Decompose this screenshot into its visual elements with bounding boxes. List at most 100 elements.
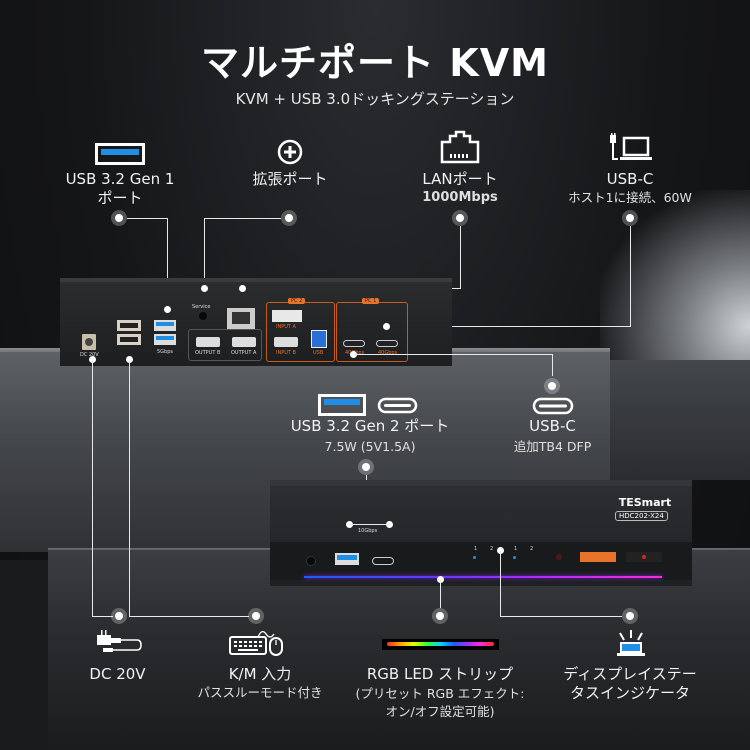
callout-line [350, 524, 388, 525]
background-block [0, 560, 48, 750]
feature-label: K/M 入力 [228, 665, 292, 683]
page-title: マルチポート KVM [201, 41, 549, 85]
usb-c-port-icon [532, 397, 574, 419]
feature-sublabel: オン/オフ設定可能) [385, 704, 495, 719]
feature-label: タスインジケータ [569, 684, 690, 702]
callout-line [460, 226, 461, 289]
hdmi-port [196, 337, 220, 347]
callout-line [440, 580, 441, 608]
feature-label: LANポート [422, 170, 498, 188]
laptop-charger-icon [608, 133, 654, 169]
keyboard-mouse-icon [228, 626, 286, 660]
callout-line [630, 226, 631, 327]
service-label: Service [192, 304, 211, 310]
callout-dot [497, 547, 504, 554]
displayport [272, 310, 302, 322]
callout-line [204, 218, 281, 219]
ethernet-port-icon [440, 130, 480, 168]
kvm-front-panel: TESmart HDC202-X24 10Gbps 1 2 1 2 [270, 480, 692, 586]
usb-a-port [117, 334, 141, 345]
feature-label: ポート [97, 189, 143, 207]
indicator-number: 1 [474, 546, 478, 552]
plus-circle-icon [277, 139, 303, 169]
callout-dot [544, 378, 560, 394]
callout-dot [437, 576, 444, 583]
usb-a-port [154, 334, 176, 345]
pc1-badge: PC 1 [362, 298, 380, 304]
model-badge: HDC202-X24 [615, 511, 668, 521]
feature-label: USB-C [606, 170, 654, 188]
callout-line [354, 354, 552, 355]
callout-dot [126, 356, 133, 363]
feature-sublabel: 追加TB4 DFP [513, 439, 592, 454]
thunderbolt-port [376, 340, 398, 347]
usb-speed-label: 5Gbps [157, 349, 174, 355]
callout-dot [248, 608, 264, 624]
usb-b-label: USB [313, 350, 324, 356]
thunderbolt-port [343, 340, 365, 347]
power-button[interactable] [626, 552, 662, 562]
callout-line [204, 218, 205, 288]
callout-line [127, 218, 167, 219]
indicator-number: 2 [490, 546, 494, 552]
status-light-icon [614, 628, 648, 662]
callout-line [92, 360, 93, 616]
callout-line [92, 616, 113, 617]
callout-dot [111, 210, 127, 226]
feature-label: RGB LED ストリップ [366, 665, 514, 683]
callout-line [129, 360, 130, 616]
tb-speed-label: 40Gbps [378, 350, 398, 356]
hotkey-button[interactable] [556, 554, 562, 560]
feature-sublabel: (プリセット RGB エフェクト: [355, 686, 525, 701]
kvm-back-panel: DC 20V 5Gbps Service OUTPUT B OUTPUT A P… [60, 278, 452, 366]
usb-b-port [311, 330, 327, 348]
callout-dot [201, 285, 208, 292]
feature-sublabel: パススルーモード付き [197, 685, 323, 700]
input-a-label: INPUT A [276, 324, 296, 330]
callout-dot [281, 210, 297, 226]
pc2-badge: PC 2 [288, 298, 306, 304]
callout-dot [358, 459, 374, 475]
callout-line [500, 616, 622, 617]
indicator-number: 2 [530, 546, 534, 552]
callout-line [129, 616, 249, 617]
hdmi-output-group [188, 329, 262, 361]
feature-label: USB 3.2 Gen 1 [65, 170, 175, 188]
usb-a-port [154, 320, 176, 331]
usb-a-and-usb-c-icon [318, 394, 418, 420]
power-adapter-icon [97, 630, 143, 660]
switch-button[interactable] [580, 552, 616, 562]
callout-dot [452, 210, 468, 226]
callout-dot [350, 351, 357, 358]
feature-label: USB 3.2 Gen 2 ポート [290, 417, 450, 435]
status-led [513, 556, 516, 559]
callout-line [552, 354, 553, 376]
rgb-strip-icon [382, 639, 499, 650]
dc-port-label: DC 20V [80, 352, 99, 358]
service-port [199, 312, 207, 320]
feature-label: USB-C [529, 417, 576, 435]
usb-speed-label: 10Gbps [358, 528, 378, 534]
status-led [473, 556, 476, 559]
input-b-label: INPUT B [276, 350, 296, 356]
callout-dot [432, 608, 448, 624]
callout-dot [111, 608, 127, 624]
brand-logo: TESmart [618, 496, 672, 509]
feature-sublabel: 1000Mbps [422, 190, 498, 205]
hdmi-port [232, 337, 256, 347]
callout-dot [346, 521, 353, 528]
indicator-number: 1 [514, 546, 518, 552]
usb-a-port [117, 320, 141, 331]
callout-dot [89, 356, 96, 363]
usb-a-port-icon [95, 143, 145, 169]
callout-dot [239, 285, 246, 292]
callout-dot [386, 521, 393, 528]
feature-sublabel: ホスト1に接続、60W [568, 190, 692, 205]
callout-line [167, 218, 168, 310]
feature-label: 拡張ポート [252, 170, 328, 188]
callout-line [386, 326, 631, 327]
background-block [610, 360, 750, 480]
background-glow [600, 190, 750, 360]
ethernet-port [227, 308, 255, 330]
callout-dot [164, 306, 171, 313]
